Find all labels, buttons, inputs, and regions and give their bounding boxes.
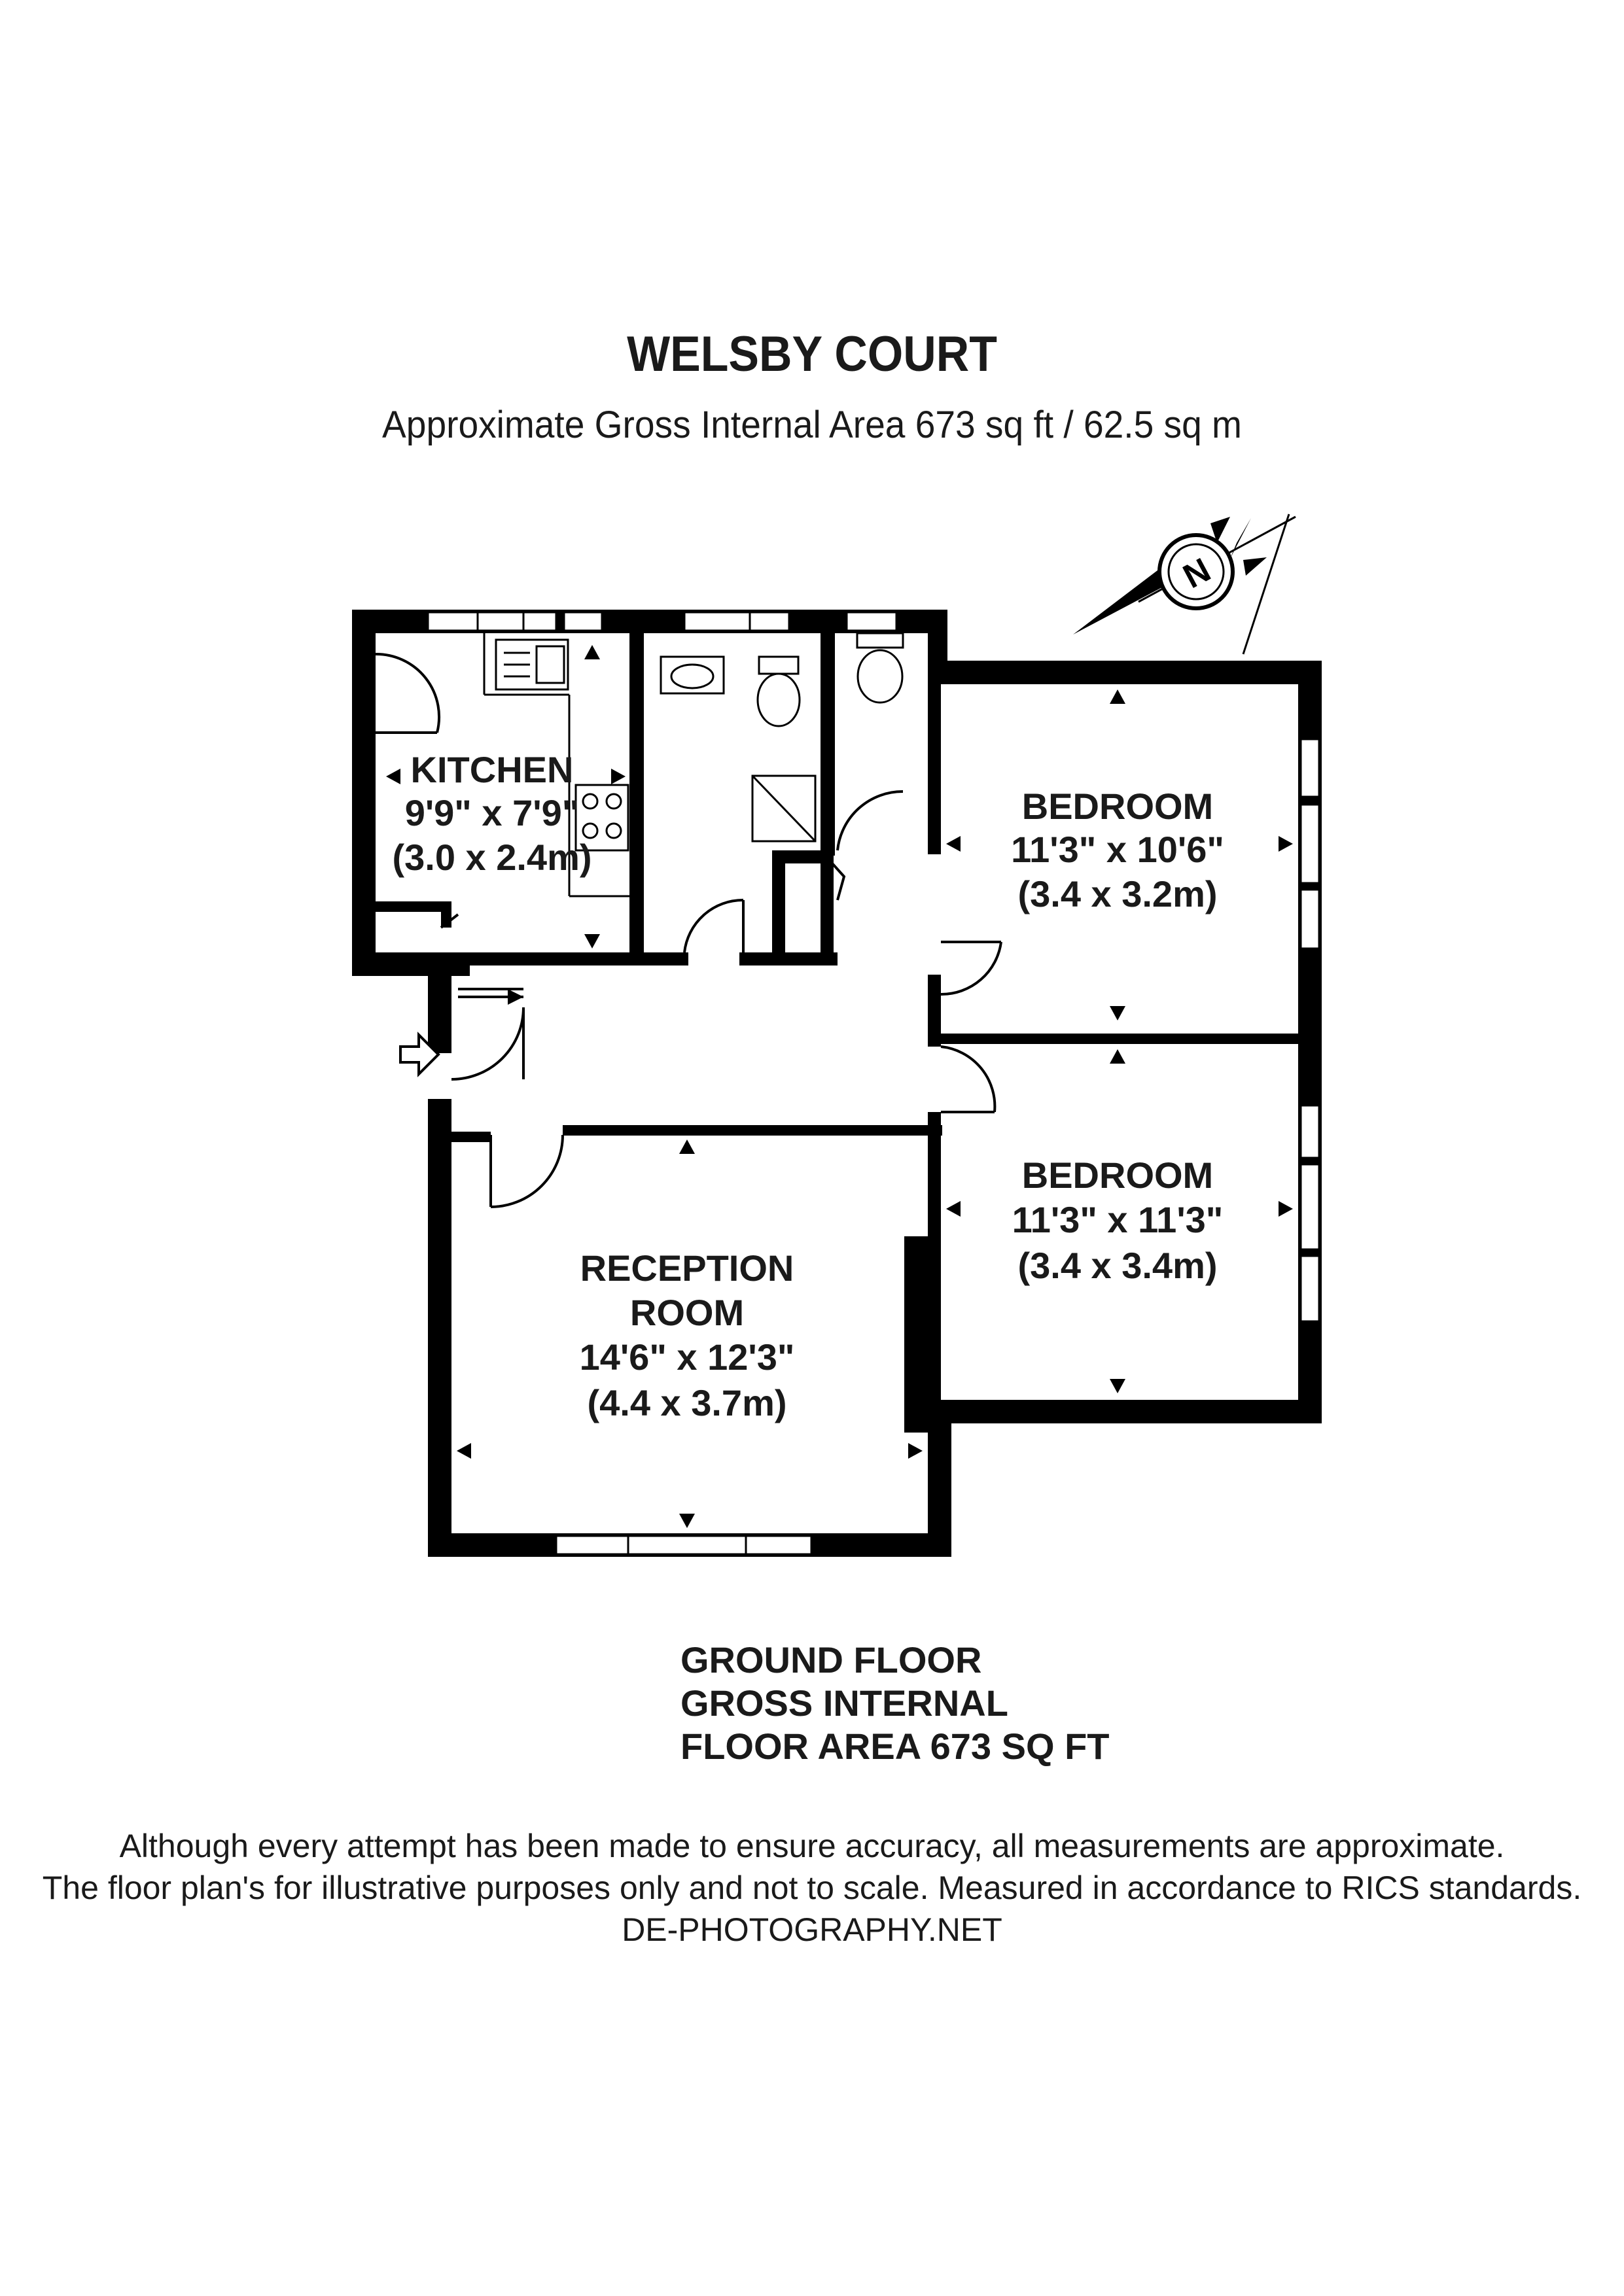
doors bbox=[375, 652, 1002, 1208]
floor-area-value: FLOOR AREA 673 SQ FT bbox=[680, 1726, 1110, 1767]
disclaimer-line: The floor plan's for illustrative purpos… bbox=[42, 1870, 1582, 1906]
room-dimensions-metric: (3.4 x 3.2m) bbox=[1017, 873, 1217, 914]
room-dimensions-imperial: 14'6" x 12'3" bbox=[580, 1336, 795, 1378]
dimension-markers bbox=[386, 645, 1293, 1528]
room-dimensions-imperial: 11'3" x 11'3" bbox=[1012, 1199, 1224, 1240]
room-dimensions-metric: (3.0 x 2.4m) bbox=[392, 837, 591, 878]
room-dimensions-imperial: 11'3" x 10'6" bbox=[1011, 829, 1224, 870]
room-dimensions-metric: (3.4 x 3.4m) bbox=[1017, 1245, 1217, 1286]
room-name: RECEPTION bbox=[580, 1247, 794, 1289]
room-name: ROOM bbox=[630, 1292, 744, 1333]
plan-title: WELSBY COURT bbox=[627, 326, 997, 382]
entrance-arrow-icon bbox=[399, 1032, 440, 1077]
room-dimensions-metric: (4.4 x 3.7m) bbox=[587, 1382, 786, 1423]
compass-north-icon: N bbox=[1073, 513, 1296, 655]
hob-icon bbox=[574, 784, 629, 852]
room-name: KITCHEN bbox=[411, 749, 574, 790]
kitchen-label: KITCHEN 9'9" x 7'9" (3.0 x 2.4m) bbox=[392, 749, 591, 878]
toilet-icon bbox=[756, 655, 801, 727]
room-name: BEDROOM bbox=[1022, 786, 1213, 827]
floor-area-summary: GROUND FLOOR GROSS INTERNAL FLOOR AREA 6… bbox=[680, 1639, 1109, 1768]
bedroom-1-label: BEDROOM 11'3" x 10'6" (3.4 x 3.2m) bbox=[1011, 786, 1224, 914]
room-dimensions-imperial: 9'9" x 7'9" bbox=[405, 792, 580, 833]
shower-icon bbox=[751, 774, 817, 843]
kitchen-sink-icon bbox=[495, 638, 569, 691]
disclaimer-line: Although every attempt has been made to … bbox=[119, 1828, 1505, 1864]
website-credit: DE-PHOTOGRAPHY.NET bbox=[622, 1911, 1002, 1948]
reception-room-label: RECEPTION ROOM 14'6" x 12'3" (4.4 x 3.7m… bbox=[580, 1247, 795, 1423]
room-name: BEDROOM bbox=[1022, 1155, 1213, 1196]
windows bbox=[427, 611, 1320, 1556]
disclaimer: Although every attempt has been made to … bbox=[0, 1825, 1624, 1951]
worktop bbox=[483, 633, 629, 897]
toilet-icon bbox=[856, 632, 904, 704]
floor-area-label: GROSS INTERNAL bbox=[680, 1682, 1008, 1724]
internal-walls bbox=[376, 633, 1307, 1400]
sliding-door-icon bbox=[458, 988, 523, 1005]
basin-icon bbox=[660, 655, 725, 695]
bedroom-2-label: BEDROOM 11'3" x 11'3" (3.4 x 3.4m) bbox=[1012, 1155, 1224, 1286]
plan-subtitle: Approximate Gross Internal Area 673 sq f… bbox=[382, 404, 1242, 446]
floor-name: GROUND FLOOR bbox=[680, 1639, 982, 1680]
